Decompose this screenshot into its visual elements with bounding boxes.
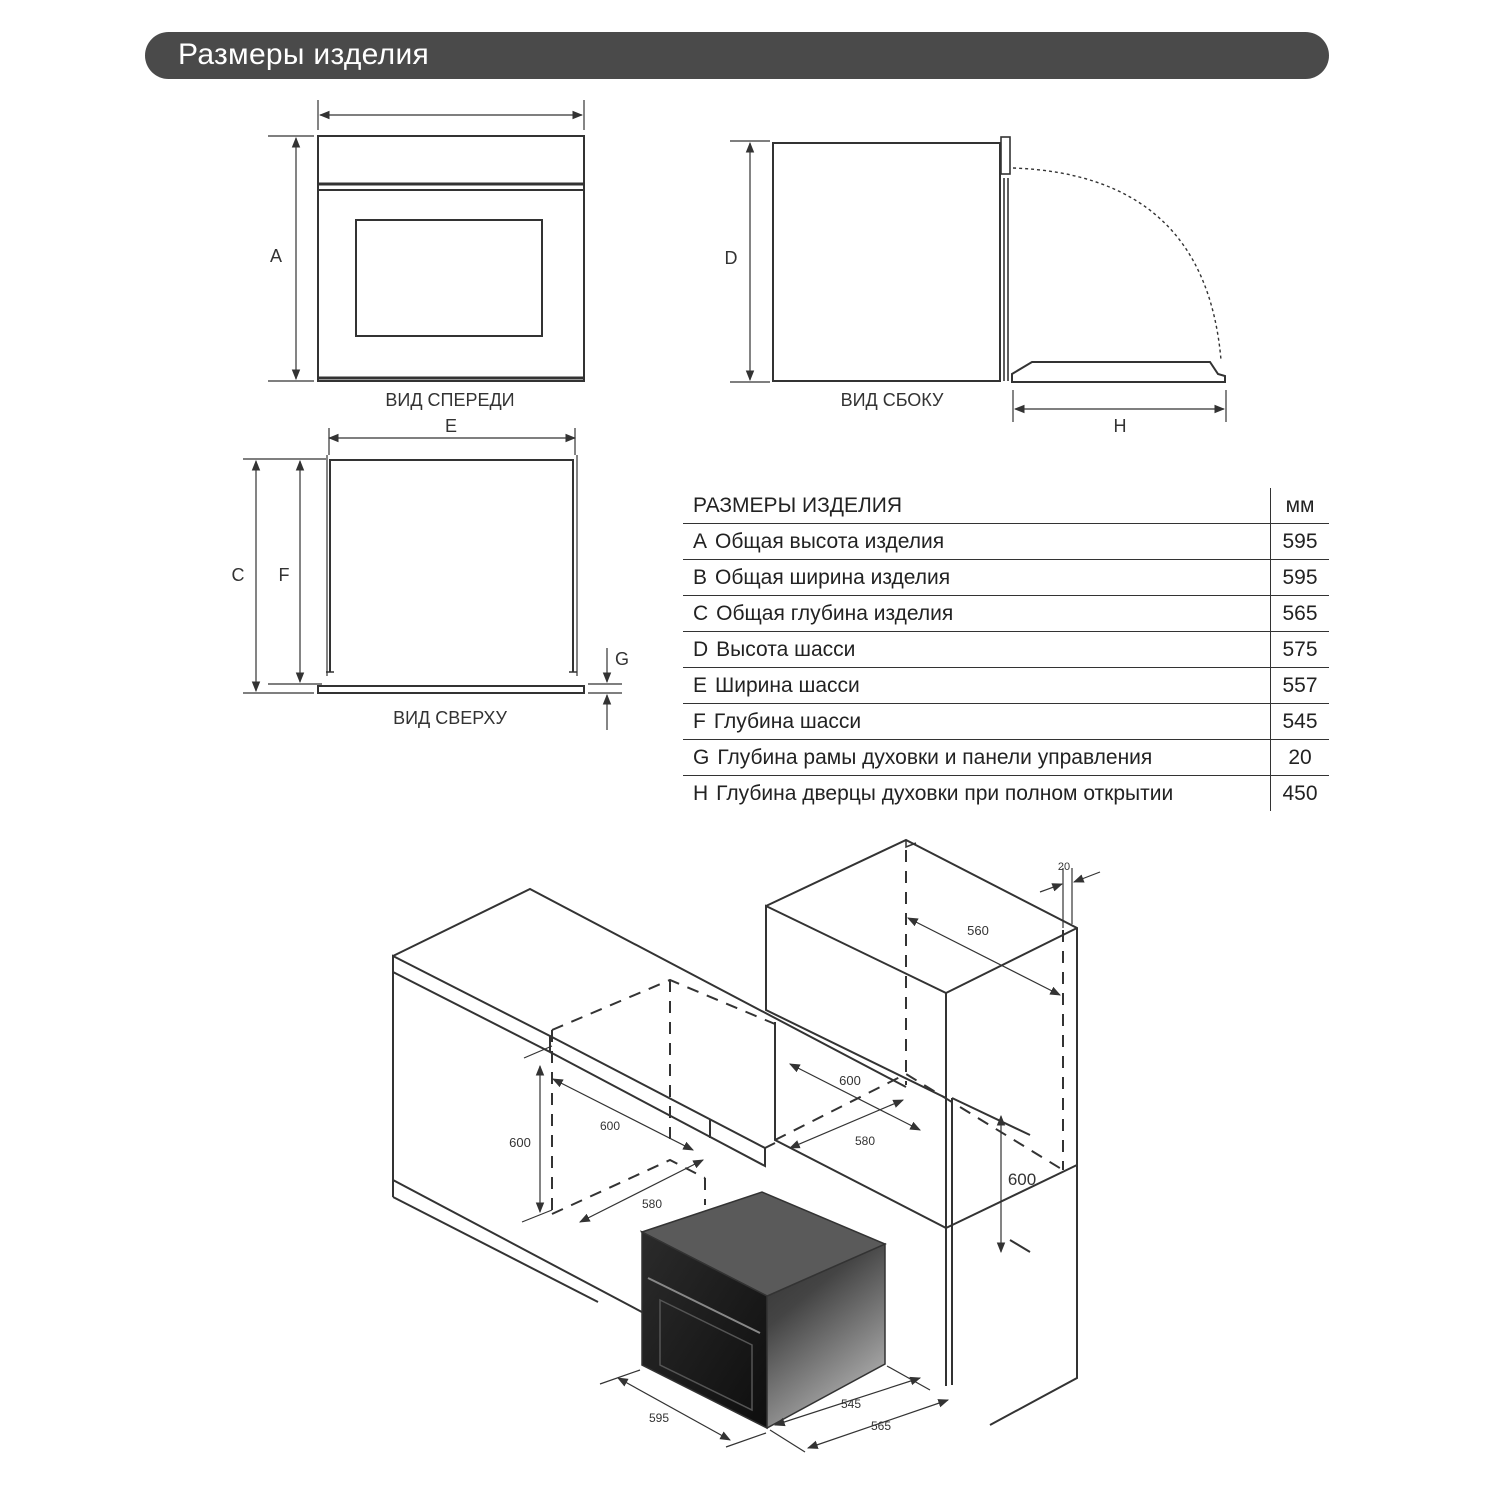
row-letter: A — [693, 529, 708, 553]
side-view-label: ВИД СБОКУ — [841, 390, 944, 410]
dim-600-left-width: 600 — [600, 1119, 620, 1133]
label-g: G — [615, 649, 629, 669]
table-row: C Общая глубина изделия 565 — [683, 595, 1329, 632]
table-row: H Глубина дверцы духовки при полном откры… — [683, 775, 1329, 811]
row-letter: F — [693, 709, 706, 733]
row-name: Общая ширина изделия — [715, 565, 951, 589]
label-f: F — [279, 565, 290, 585]
label-e: E — [445, 416, 457, 436]
dim-580-tall: 580 — [855, 1134, 875, 1148]
dim-580-left: 580 — [642, 1197, 662, 1211]
row-value: 557 — [1270, 667, 1329, 704]
dim-565-label: 565 — [871, 1419, 891, 1433]
dim-545-label: 545 — [841, 1397, 861, 1411]
side-view — [730, 136, 1227, 422]
row-name: Глубина шасси — [713, 709, 862, 733]
row-letter: C — [693, 601, 709, 625]
side-view-open-door — [1011, 361, 1226, 383]
dim-600-tall-height: 600 — [1008, 1170, 1036, 1189]
row-value: 595 — [1270, 559, 1329, 596]
tall-cabinet-upper-front — [765, 904, 947, 1100]
front-view-label: ВИД СПЕРЕДИ — [385, 390, 514, 410]
row-value: 575 — [1270, 631, 1329, 668]
page-title: Размеры изделия — [178, 38, 430, 71]
oven-window — [659, 1298, 753, 1412]
dim-560-label: 560 — [967, 923, 989, 938]
countertop-back-edge — [392, 887, 907, 1088]
countertop-front-edge — [392, 954, 551, 1054]
top-view — [243, 428, 622, 730]
row-letter: G — [693, 745, 710, 769]
side-view-body — [772, 142, 1001, 382]
label-d: D — [725, 248, 738, 268]
top-view-front-panel — [317, 685, 585, 694]
title-bar: Размеры изделия — [145, 32, 1329, 79]
row-name: Ширина шасси — [715, 673, 860, 697]
row-name: Общая глубина изделия — [716, 601, 954, 625]
dim-595-label: 595 — [649, 1411, 669, 1425]
label-a: A — [270, 246, 282, 266]
row-value: 545 — [1270, 703, 1329, 740]
row-letter: H — [693, 781, 709, 805]
dim-600-left-height: 600 — [509, 1135, 531, 1150]
table-row: G Глубина рамы духовки и панели управлени… — [683, 739, 1329, 776]
table-row: A Общая высота изделия 595 — [683, 523, 1329, 560]
top-view-label: ВИД СВЕРХУ — [393, 708, 507, 728]
row-value: 450 — [1270, 775, 1329, 811]
dim-20-label: 20 — [1058, 861, 1070, 873]
row-value: 565 — [1270, 595, 1329, 632]
table-row: E Ширина шасси 557 — [683, 667, 1329, 704]
row-name: Глубина дверцы духовки при полном открыт… — [716, 781, 1174, 805]
front-view-body — [317, 135, 585, 382]
table-header-name: РАЗМЕРЫ ИЗДЕЛИЯ — [683, 488, 1271, 524]
table-row: B Общая ширина изделия 595 — [683, 559, 1329, 596]
dim-600-tall-width: 600 — [839, 1073, 861, 1088]
row-name: Высота шасси — [716, 637, 856, 661]
label-h: H — [1114, 416, 1127, 436]
top-view-body — [329, 459, 574, 672]
row-letter: E — [693, 673, 708, 697]
front-view-window — [355, 219, 543, 337]
table-header-row: РАЗМЕРЫ ИЗДЕЛИЯ мм — [683, 488, 1329, 524]
row-name: Глубина рамы духовки и панели управления — [717, 745, 1153, 769]
side-view-panel — [1000, 136, 1011, 175]
label-c: C — [232, 565, 245, 585]
tall-cabinet-outline — [765, 838, 1078, 1170]
table-row: F Глубина шасси 545 — [683, 703, 1329, 740]
table-row: D Высота шасси 575 — [683, 631, 1329, 668]
dimensions-table: РАЗМЕРЫ ИЗДЕЛИЯ мм A Общая высота изделия… — [683, 488, 1329, 811]
installation-drawing — [392, 838, 1101, 1453]
row-value: 595 — [1270, 523, 1329, 560]
row-letter: D — [693, 637, 709, 661]
row-name: Общая высота изделия — [715, 529, 945, 553]
table-header-unit: мм — [1270, 488, 1329, 524]
door-swing-arc — [1012, 167, 1222, 361]
row-value: 20 — [1270, 739, 1329, 776]
row-letter: B — [693, 565, 708, 589]
front-view — [268, 100, 585, 382]
